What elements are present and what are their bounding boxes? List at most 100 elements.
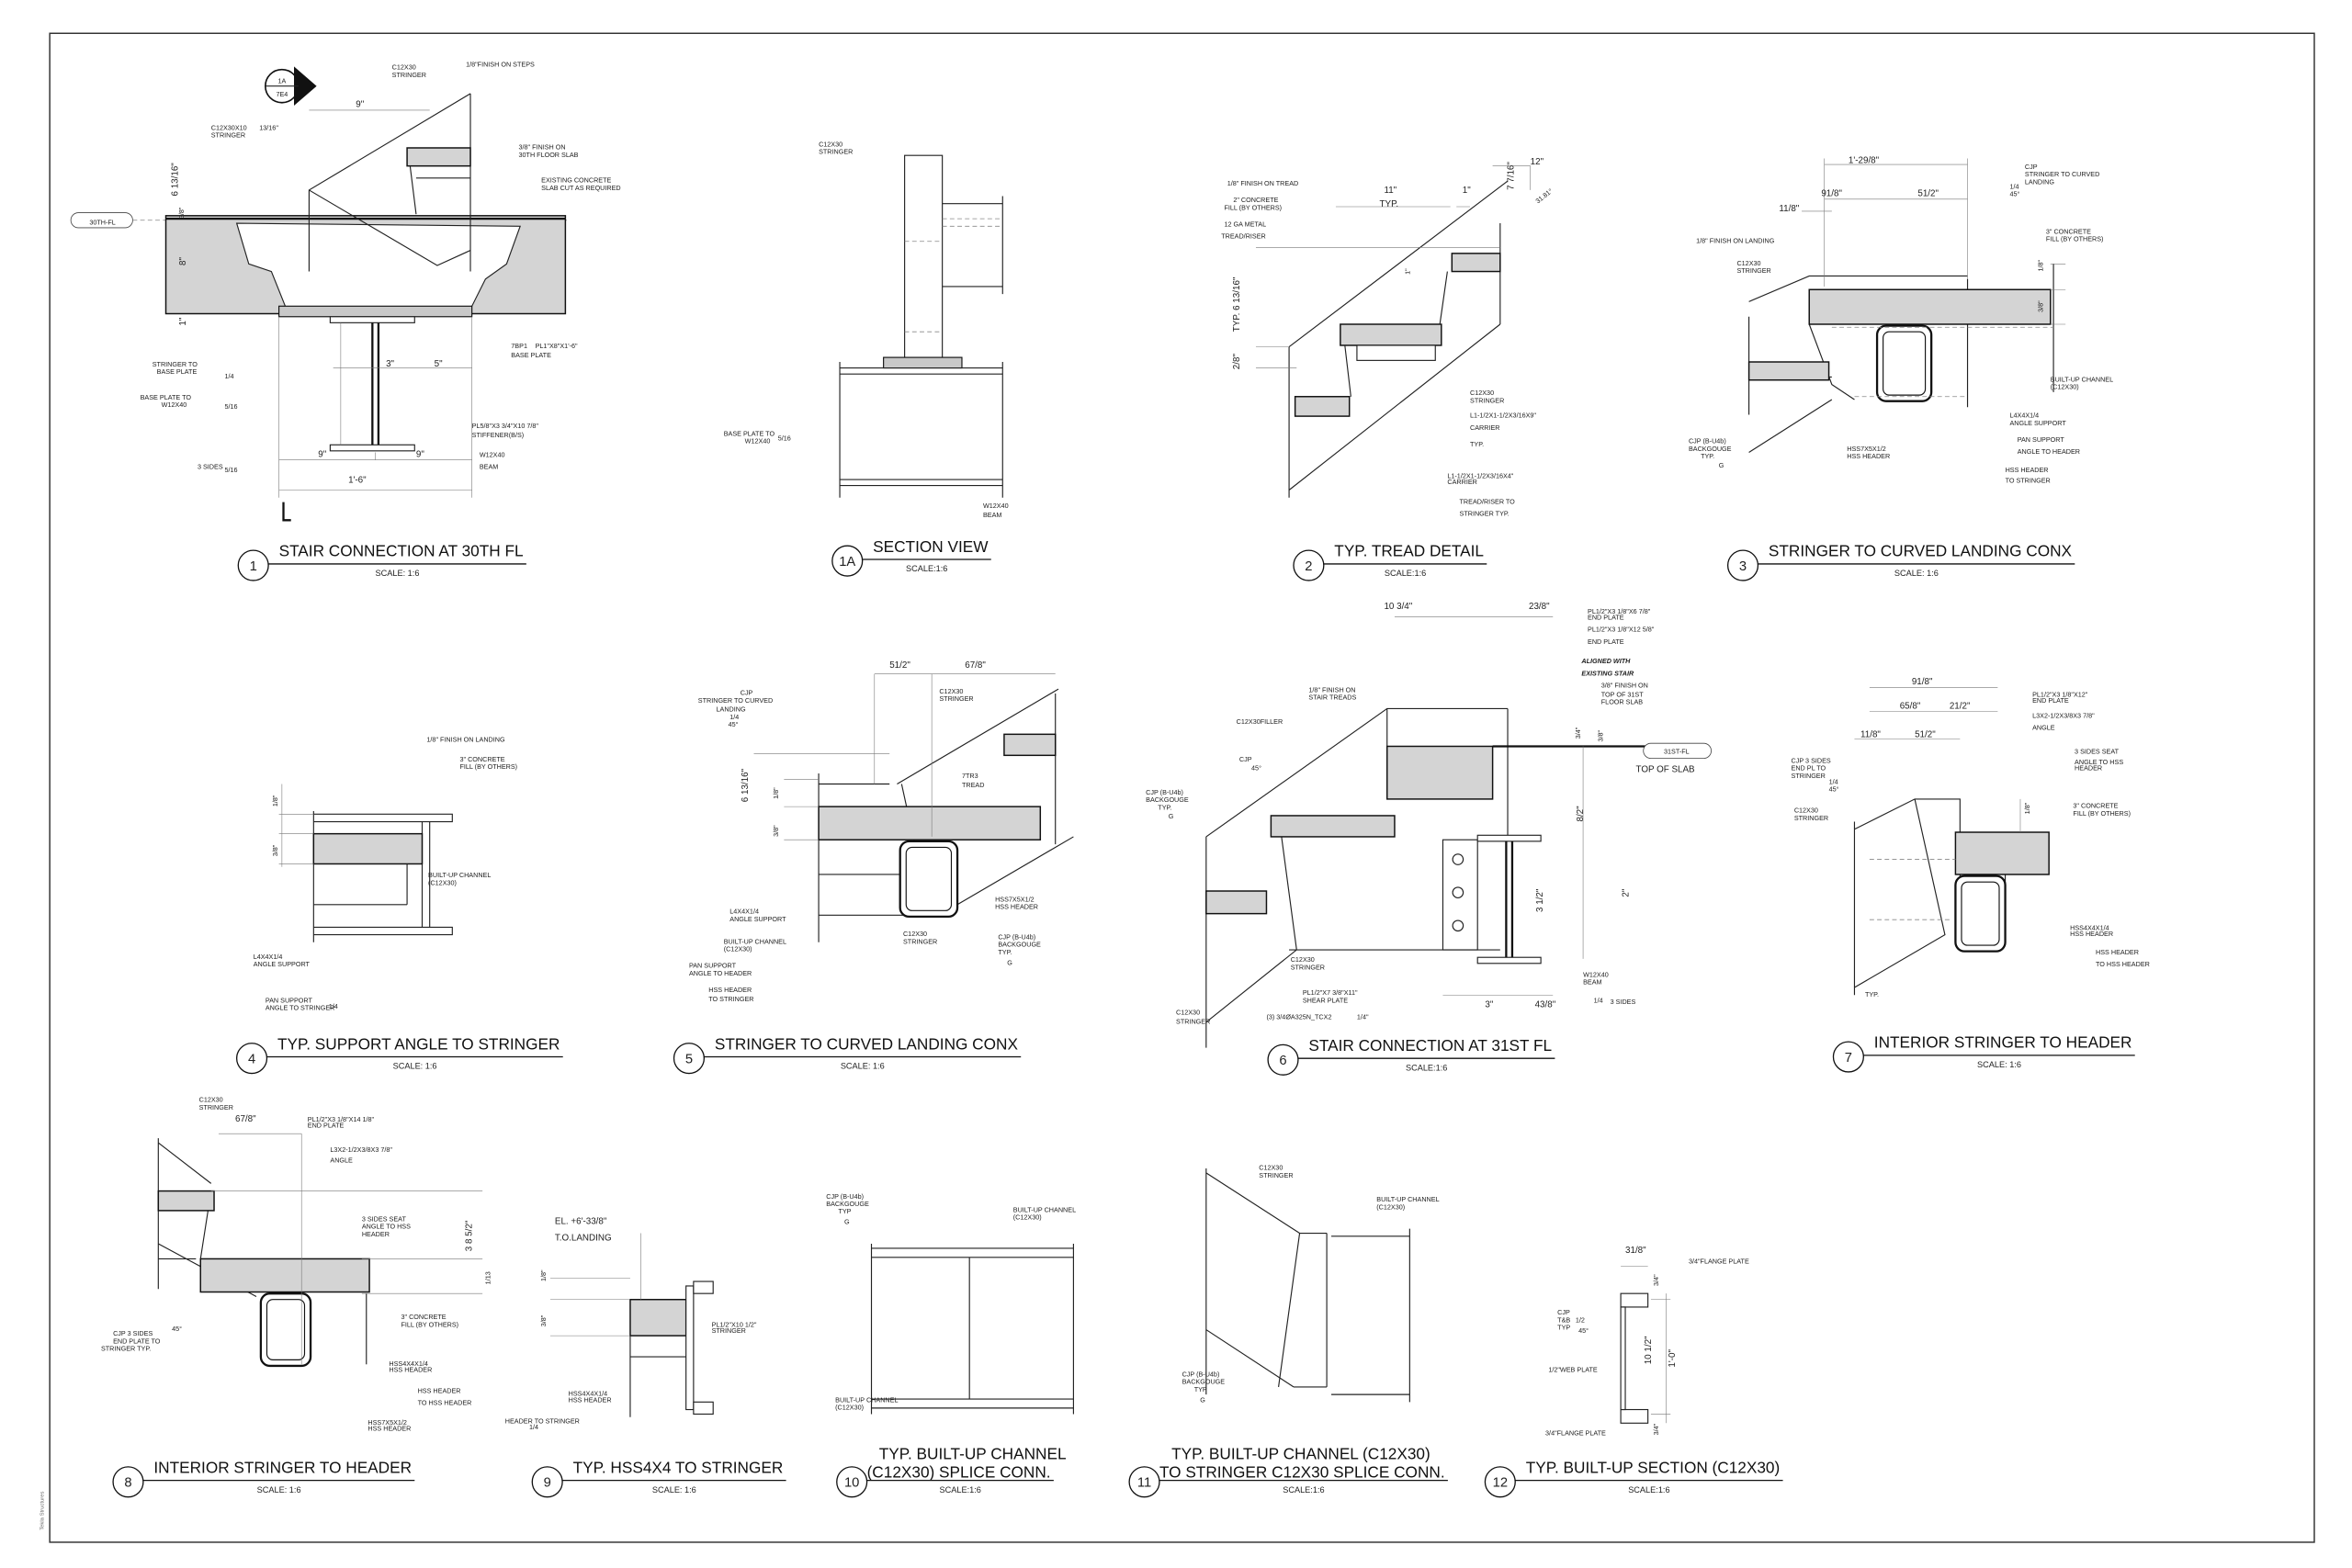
annotation-p1-18: 7BP1: [511, 342, 527, 350]
annotation-p5-29: G: [1007, 958, 1012, 966]
annotation-p2-11: TYP. 6 13/16": [1232, 276, 1242, 332]
annotation-p3-16: BUILT-UP CHANNEL: [2051, 375, 2113, 383]
detail-3-stringer-curved-landing: [1747, 158, 2066, 453]
annotation-p1a-6: BEAM: [983, 511, 1001, 519]
annotation-p8-19: HSS HEADER: [389, 1366, 432, 1374]
annotation-p10-5: (C12X30): [1013, 1213, 1042, 1222]
annotation-p2-13: C12X30: [1470, 389, 1494, 397]
detail-title: TYP. SUPPORT ANGLE TO STRINGER: [277, 1034, 560, 1053]
annotation-p8-4: END PLATE: [308, 1122, 345, 1130]
annotation-p1-9: 3/8" FINISH ON: [519, 143, 566, 152]
annotation-p7-8: ANGLE: [2032, 723, 2055, 731]
detail-bubble: [531, 1466, 563, 1498]
annotation-p7-19: 1/8": [2023, 802, 2031, 814]
annotation-p11-7: G: [1200, 1395, 1205, 1404]
annotation-p3-1: 91/8": [1821, 189, 1842, 199]
annotation-p1-2: C12X30: [392, 63, 416, 72]
annotation-p3-7: CJP: [2025, 163, 2038, 171]
annotation-p11-5: BACKGOUGE: [1182, 1378, 1226, 1386]
annotation-p2-22: 1": [1403, 268, 1411, 275]
annotation-p6-35: W12X40: [1583, 971, 1609, 979]
annotation-p1-17: 3/8": [177, 207, 186, 219]
annotation-p6-5: END PLATE: [1588, 637, 1624, 646]
detail-scale: SCALE: 1:6: [652, 1485, 696, 1495]
annotation-p8-3: PL1/2"X3 1/8"X14 1/8": [308, 1115, 375, 1123]
detail-number: 4: [248, 1052, 255, 1066]
annotation-p7-22: HSS4X4X1/4: [2070, 924, 2109, 932]
annotation-p5-1: 67/8": [965, 660, 986, 671]
annotation-p1-1: 7E4: [276, 90, 288, 98]
detail-title: STRINGER TO CURVED LANDING CONX: [715, 1034, 1019, 1053]
annotation-p6-38: 3": [1485, 999, 1493, 1010]
detail-bubble: [1726, 549, 1759, 581]
annotation-p5-24: HSS7X5X1/2: [995, 896, 1035, 904]
annotation-p1-25: BASE PLATE TO: [141, 393, 192, 401]
annotation-p7-23: HSS HEADER: [2070, 930, 2113, 938]
annotation-p6-33: C12X30: [1176, 1009, 1200, 1017]
detail-number: 1A: [839, 555, 855, 570]
annotation-p2-21: STRINGER TYP.: [1460, 509, 1510, 517]
annotation-p12-3: CJP: [1557, 1308, 1570, 1316]
annotation-p1-21: 3": [386, 359, 394, 369]
annotation-p7-21: FILL (BY OTHERS): [2073, 809, 2131, 818]
annotation-p8-10: 3 8 5/2": [465, 1220, 475, 1251]
section-marker-arrow-icon: [294, 66, 317, 107]
annotation-p4-2: FILL (BY OTHERS): [460, 762, 518, 771]
detail-scale: SCALE: 1:6: [841, 1062, 885, 1071]
annotation-p1-36: 5/16: [225, 402, 238, 411]
annotation-p12-12: 3/4": [1652, 1423, 1660, 1435]
annotation-p3-9: LANDING: [2025, 177, 2054, 186]
detail-bubble: [673, 1043, 706, 1075]
annotation-p1a-0: C12X30: [819, 140, 842, 148]
detail-number: 6: [1279, 1054, 1286, 1068]
detail-scale: SCALE:1:6: [1385, 569, 1426, 578]
annotation-p6-39: 43/8": [1535, 999, 1556, 1010]
detail-title: STRINGER TO CURVED LANDING CONX: [1769, 542, 2073, 560]
annotation-p1-28: STIFFENER(B/S): [472, 431, 525, 439]
annotation-p10-0: CJP (B-U4b): [826, 1192, 864, 1201]
detail-scale: SCALE:1:6: [940, 1485, 981, 1495]
annotation-p6-31: (3) 3/4ØA325N_TCX2: [1266, 1013, 1331, 1021]
annotation-p10-2: TYP: [838, 1207, 851, 1215]
detail-bubble: [1293, 549, 1325, 581]
annotation-p2-18: L1-1/2X1-1/2X3/16X4": [1447, 471, 1513, 479]
annotation-p5-13: TREAD: [962, 781, 984, 789]
annotation-p4-10: ANGLE TO STRINGER: [266, 1004, 335, 1012]
annotation-p1-0: 1A: [277, 76, 286, 85]
detail-bubble: [1484, 1466, 1516, 1498]
annotation-p1-23: STRINGER TO: [153, 360, 198, 368]
annotation-p1-32: 9": [318, 449, 326, 459]
detail-6-stair-connection-31st: [1205, 616, 1712, 1048]
annotation-p1a-5: W12X40: [983, 502, 1009, 510]
annotation-p7-1: 65/8": [1900, 701, 1921, 711]
annotation-p3-26: HSS7X5X1/2: [1847, 445, 1886, 453]
annotation-p1-27: PL5/8"X3 3/4"X10 7/8": [472, 422, 539, 430]
annotation-p6-37: 3 SIDES: [1611, 998, 1636, 1006]
annotation-p6-13: C12X30FILLER: [1237, 717, 1283, 726]
annotation-p8-2: 67/8": [235, 1114, 256, 1124]
annotation-p6-1: 23/8": [1529, 602, 1550, 612]
annotation-p5-28: TYP.: [998, 948, 1012, 956]
annotation-p6-26: 2": [1621, 888, 1631, 897]
detail-title: TYP. BUILT-UP CHANNEL (C12X30): [1171, 1445, 1430, 1463]
annotation-p3-14: 1/8": [2037, 260, 2045, 272]
annotation-p11-2: BUILT-UP CHANNEL: [1376, 1195, 1439, 1203]
annotation-p1-16: 1": [178, 317, 188, 325]
annotation-p4-9: PAN SUPPORT: [266, 996, 313, 1004]
annotation-p7-12: CJP 3 SIDES: [1792, 757, 1831, 765]
annotation-p1a-2: BASE PLATE TO: [724, 429, 775, 437]
annotation-p1-8: 13/16": [259, 123, 278, 131]
detail-1-stair-connection-30th: [70, 66, 571, 522]
annotation-p12-1: 3/4"FLANGE PLATE: [1689, 1257, 1749, 1265]
annotation-p7-20: 3" CONCRETE: [2073, 802, 2118, 810]
annotation-p3-29: TO STRINGER: [2006, 476, 2051, 484]
annotation-p3-28: HSS HEADER: [2006, 466, 2049, 474]
detail-1a-section-view: [839, 154, 1003, 498]
annotation-p2-20: TREAD/RISER TO: [1460, 497, 1516, 505]
annotation-p8-23: HSS HEADER: [368, 1425, 411, 1433]
detail-scale: SCALE: 1:6: [376, 569, 420, 578]
